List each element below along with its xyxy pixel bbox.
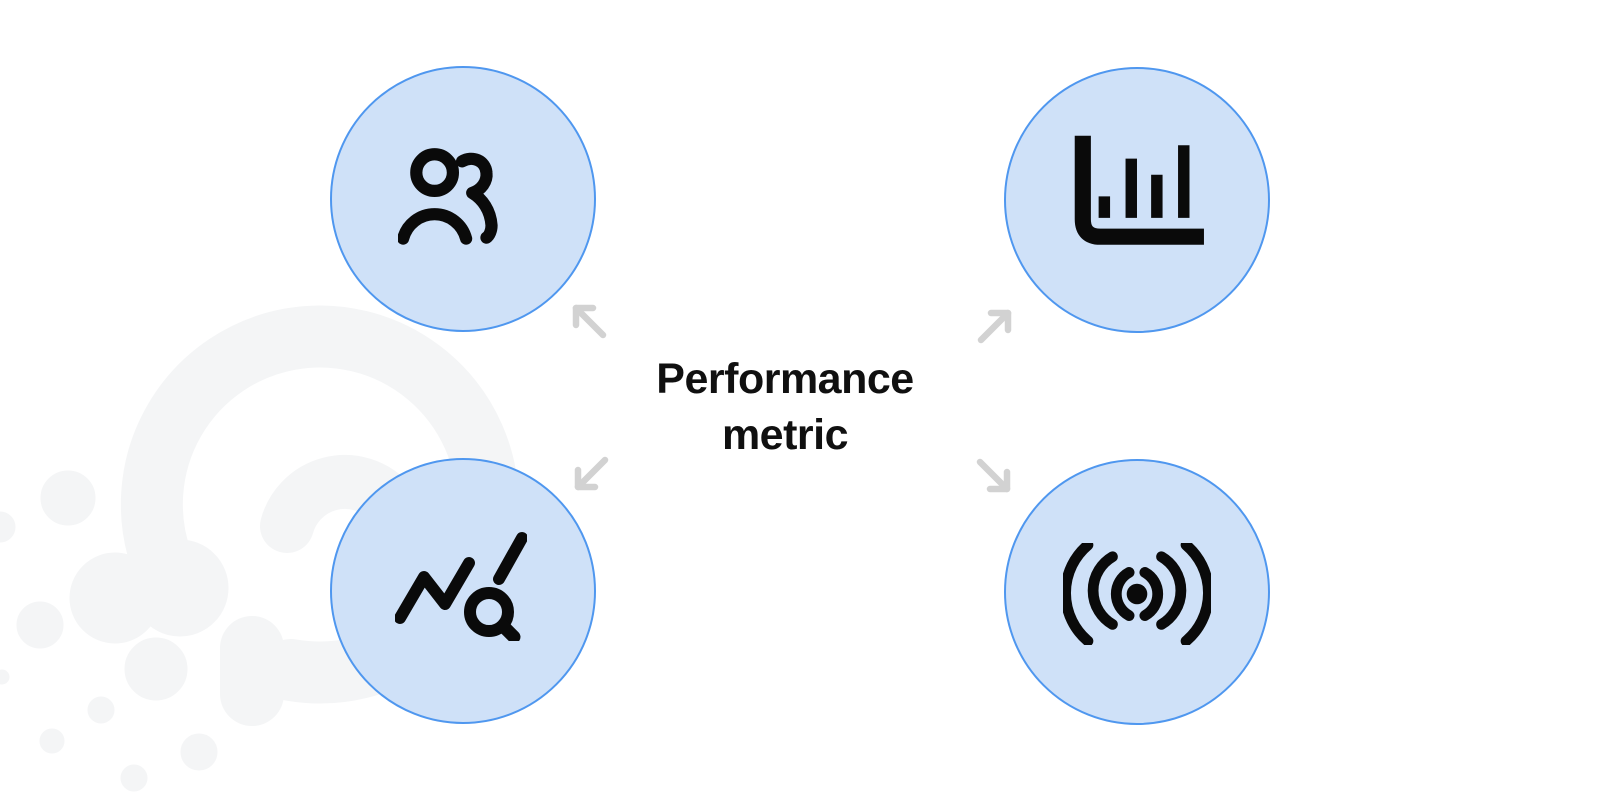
node-circle-trend-search <box>330 458 596 724</box>
users-icon <box>398 148 498 245</box>
node-circle-bar-chart <box>1004 67 1270 333</box>
arrow-down-left-icon <box>574 456 609 491</box>
node-circle-users <box>330 66 596 332</box>
bar-chart-icon <box>1074 135 1204 245</box>
center-title: Performance metric <box>656 355 914 459</box>
signal-icon <box>1063 543 1211 645</box>
arrow-up-right-icon <box>977 309 1012 344</box>
arrow-down-right-icon <box>976 458 1011 493</box>
trend-search-icon <box>395 532 527 641</box>
node-circle-signal <box>1004 459 1270 725</box>
arrow-up-left-icon <box>572 304 607 339</box>
